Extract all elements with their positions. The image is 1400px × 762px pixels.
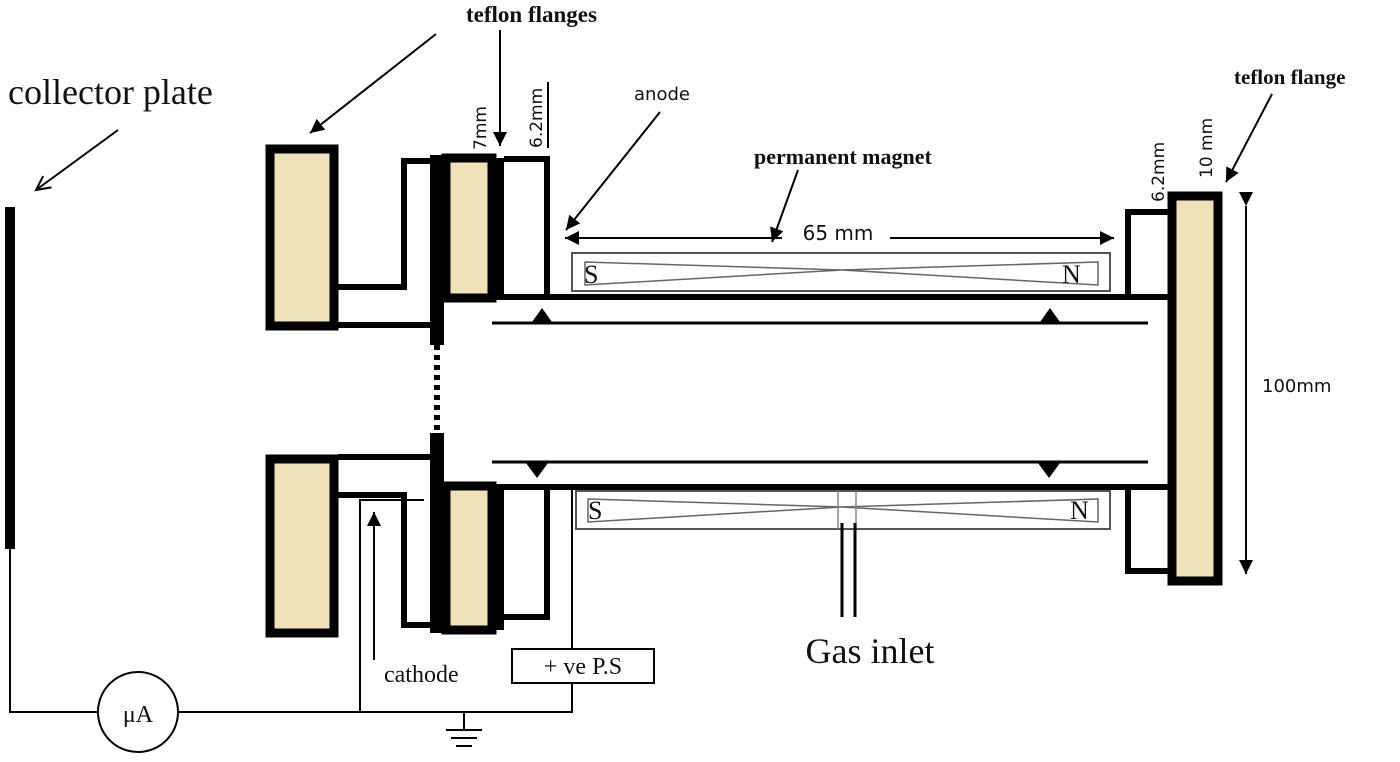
- microammeter-label: μA: [123, 702, 154, 728]
- teflon-flange-arrow: [1225, 93, 1273, 183]
- left-housing-bottom: [338, 454, 434, 628]
- inner-teflon-flange-top: [441, 153, 497, 303]
- permanent-magnet-arrow: [770, 169, 799, 243]
- inner-teflon-flange-bottom: [441, 481, 497, 635]
- dim-65mm-label: 65 mm: [803, 221, 874, 245]
- dim-6-2mm-left-label: 6.2mm: [527, 88, 547, 148]
- permanent-magnet-label: permanent magnet: [754, 144, 932, 169]
- anode-rods: [492, 308, 1148, 478]
- left-housing-top: [338, 158, 434, 328]
- teflon-flanges-label: teflon flanges: [466, 2, 597, 27]
- ground-icon: [446, 712, 482, 747]
- left-outer-teflon-flange-bottom: [265, 454, 339, 638]
- microammeter-circuit: [9, 549, 360, 753]
- dim-7mm-label: 7mm: [471, 106, 491, 150]
- cathode-plate: [430, 155, 444, 633]
- permanent-magnet-top: [571, 252, 1111, 292]
- right-spacer-bottom: [1125, 487, 1170, 574]
- teflon-flange-label: teflon flange: [1234, 65, 1345, 89]
- collector-plate: [5, 207, 15, 549]
- power-supply-label: + ve P.S: [544, 654, 622, 680]
- dim-6-2mm-right-label: 6.2mm: [1149, 142, 1169, 202]
- left-outer-teflon-flange-top: [265, 144, 339, 331]
- anode-label: anode: [634, 84, 690, 105]
- right-teflon-flange: [1167, 191, 1223, 586]
- magnet-south-bottom: S: [588, 496, 602, 525]
- gas-inlet-label: Gas inlet: [806, 631, 935, 671]
- spacer-bar-bottom: [492, 486, 504, 630]
- dim-100mm-label: 100mm: [1262, 376, 1331, 397]
- collector-plate-label: collector plate: [8, 72, 213, 112]
- teflon-flanges-arrow-left: [309, 33, 437, 134]
- power-supply-box: [511, 648, 655, 684]
- anode-spacer-top: [504, 156, 550, 297]
- right-spacer-top: [1125, 209, 1170, 297]
- spacer-bar-top: [492, 158, 504, 298]
- cathode-label: cathode: [384, 662, 459, 688]
- circuit-wiring: [359, 487, 573, 713]
- magnet-north-top: N: [1062, 260, 1081, 289]
- magnet-south-top: S: [584, 260, 598, 289]
- anode-spacer-bottom: [504, 487, 550, 620]
- anode-arrow: [565, 111, 661, 231]
- collector-plate-pointer: [36, 129, 119, 190]
- gas-inlet-tube: [840, 523, 857, 617]
- microammeter-icon: [97, 671, 179, 753]
- magnet-north-bottom: N: [1070, 496, 1089, 525]
- chamber-walls: [444, 294, 1168, 490]
- permanent-magnet-bottom: [575, 490, 1111, 530]
- dim-10mm-label: 10 mm: [1197, 118, 1217, 178]
